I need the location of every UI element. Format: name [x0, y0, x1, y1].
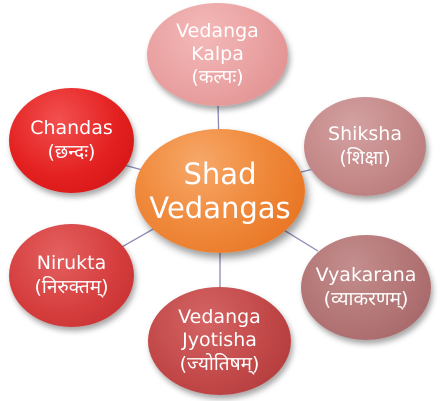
node-label: Shiksha [328, 123, 402, 146]
node-label: Vedanga [178, 306, 261, 329]
node-label: Vedanga [176, 19, 259, 42]
node-vedanga-jyotisha: Vedanga Jyotisha (ज्योतिषम्) [148, 287, 291, 395]
node-sanskrit-label: (व्याकरणम्) [323, 287, 409, 310]
node-label: Nirukta [36, 252, 107, 275]
node-sanskrit-label: (कल्पः) [191, 66, 244, 89]
node-label: Vyakarana [315, 264, 417, 287]
node-sanskrit-label: (शिक्षा) [339, 146, 391, 169]
center-label: Shad [183, 156, 257, 191]
node-label: Kalpa [191, 42, 244, 65]
node-sanskrit-label: (निरुक्तम्) [34, 275, 109, 298]
node-nirukta: Nirukta (निरुक्तम्) [9, 224, 134, 327]
node-label: Chandas [30, 117, 113, 140]
node-center-shad-vedangas: Shad Vedangas [135, 129, 305, 253]
node-chandas: Chandas (छन्दः) [9, 88, 134, 193]
node-sanskrit-label: (ज्योतिषम्) [179, 352, 260, 375]
node-vyakarana: Vyakarana (व्याकरणम्) [301, 235, 431, 340]
node-shiksha: Shiksha (शिक्षा) [304, 97, 426, 196]
node-sanskrit-label: (छन्दः) [47, 140, 96, 163]
center-label: Vedangas [149, 191, 291, 225]
node-vedanga-kalpa: Vedanga Kalpa (कल्पः) [147, 3, 288, 106]
node-label: Jyotisha [182, 329, 257, 352]
